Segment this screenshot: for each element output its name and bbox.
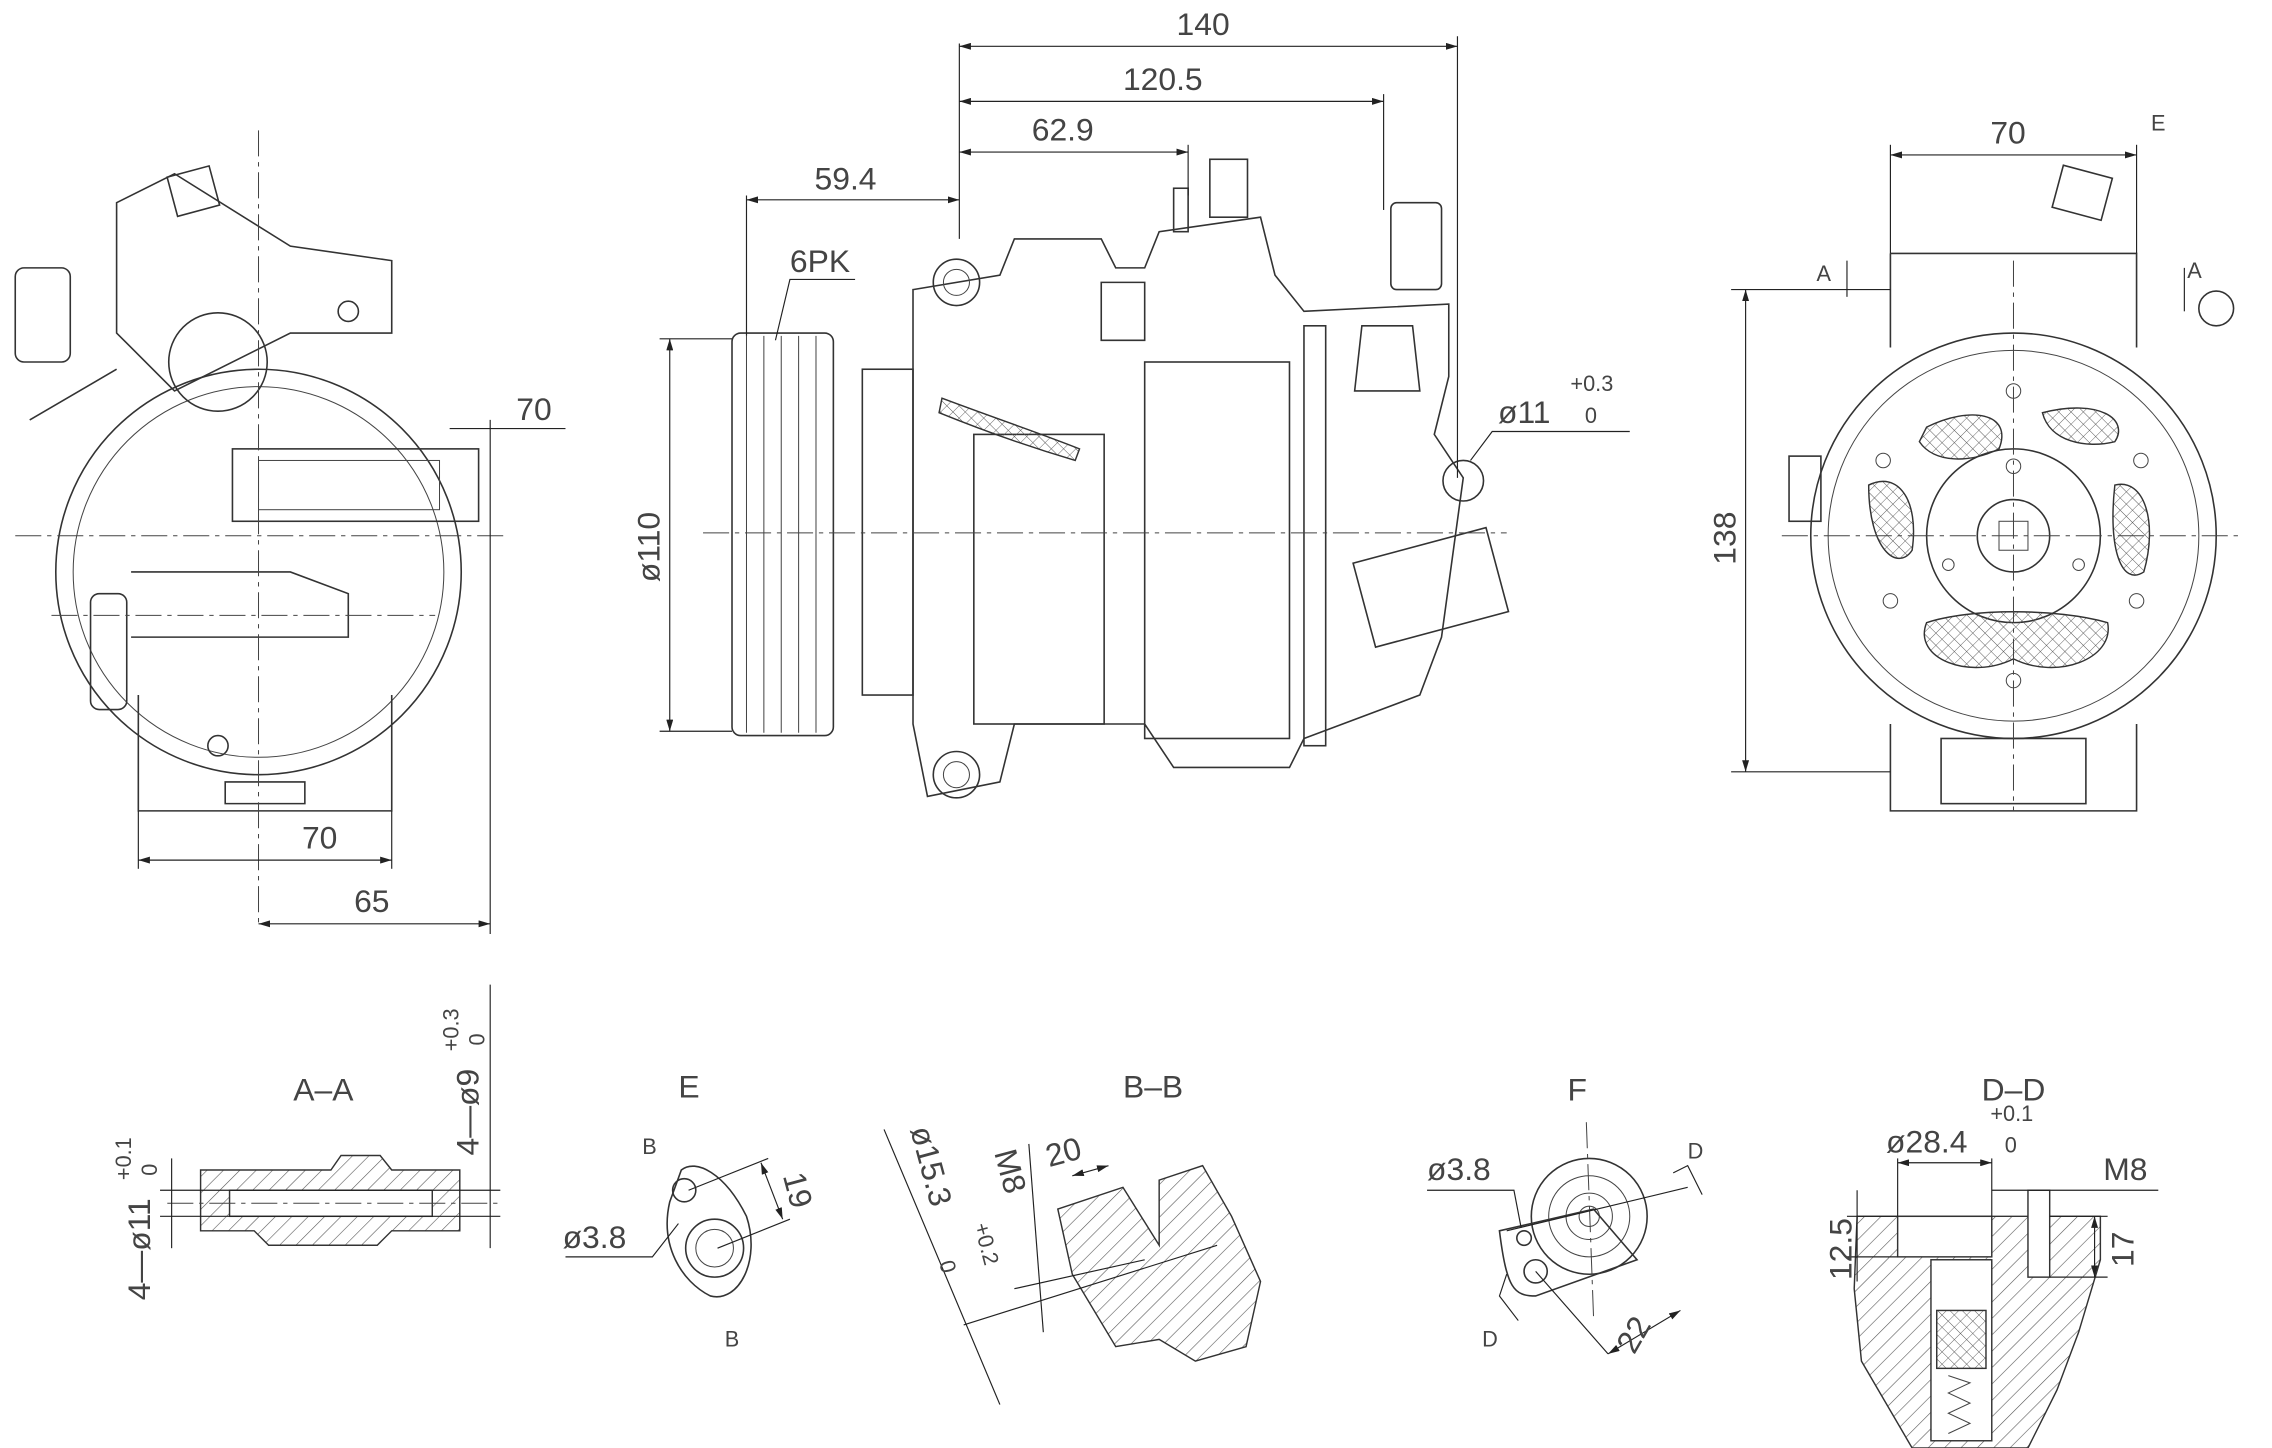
aa-bore-tol-upper: +0.3 (438, 1008, 463, 1051)
dim-bottom-65: 65 (354, 883, 389, 919)
dd-title: D–D (1982, 1071, 2046, 1107)
rear-view: 70 138 A A E (1706, 110, 2238, 812)
aa-hole-dia: 4—ø11 (121, 1198, 157, 1300)
f-title: F (1568, 1071, 1587, 1107)
section-d-d: D–D ø28.4 +0.1 0 M8 12.5 17 (1822, 1071, 2159, 1448)
left-view: 70 70 65 (14, 130, 566, 934)
dd-dim-12-5: 12.5 (1822, 1218, 1858, 1280)
section-a-left: A (1817, 261, 1832, 286)
e-title: E (678, 1069, 699, 1105)
dim-70: 70 (1990, 114, 2025, 150)
dd-dia-tol-lower: 0 (2005, 1133, 2017, 1158)
detail-e: E B B ø3.8 19 (563, 1069, 820, 1352)
e-cut-bottom: B (725, 1327, 740, 1352)
bb-title: B–B (1123, 1069, 1183, 1105)
detail-e-label: E (2151, 110, 2166, 135)
dim-59-4: 59.4 (815, 161, 877, 197)
dim-62-9: 62.9 (1032, 111, 1094, 147)
e-hole: ø3.8 (563, 1219, 627, 1255)
bb-dia: ø15.3 (903, 1122, 959, 1210)
section-b-b: B–B ø15.3 +0.2 0 M8 20 (883, 1069, 1262, 1405)
e-dim-19: 19 (776, 1168, 820, 1212)
dd-dia: ø28.4 (1886, 1124, 1967, 1160)
dim-138: 138 (1706, 512, 1742, 565)
detail-f: F ø3.8 D D 22 (1427, 1071, 1703, 1358)
dd-dia-tol-upper: +0.1 (1990, 1101, 2033, 1126)
bb-thread: M8 (987, 1145, 1033, 1197)
section-a-a: A–A 4—ø11 +0.1 0 4—ø9 +0.3 0 (111, 984, 501, 1300)
section-a-right: A (2187, 258, 2202, 283)
port-tol-lower: 0 (1585, 403, 1597, 428)
dim-bottom-70: 70 (302, 820, 337, 856)
f-cut-top: D (1688, 1138, 1704, 1163)
bb-dim-20: 20 (1042, 1130, 1086, 1174)
f-cut-bottom: D (1482, 1327, 1498, 1352)
bb-dia-tol-upper: +0.2 (969, 1220, 1004, 1268)
f-hole: ø3.8 (1427, 1151, 1491, 1187)
section-aa-title: A–A (293, 1071, 354, 1107)
aa-bore-dia: 4—ø9 (450, 1069, 486, 1156)
bb-dia-tol-lower: 0 (934, 1257, 961, 1275)
dd-thread: M8 (2103, 1151, 2147, 1187)
aa-hole-tol-lower: 0 (137, 1164, 162, 1176)
f-dim-22: 22 (1609, 1310, 1658, 1359)
port-tol-upper: +0.3 (1570, 371, 1613, 396)
aa-hole-tol-upper: +0.1 (111, 1137, 136, 1180)
side-view: 140 120.5 62.9 59.4 6PK ø110 ø11 +0.3 0 (631, 6, 1630, 799)
pulley-label: 6PK (790, 243, 850, 279)
dim-120-5: 120.5 (1123, 61, 1203, 97)
dd-dim-17: 17 (2105, 1232, 2141, 1267)
aa-bore-tol-lower: 0 (464, 1033, 489, 1045)
dim-width-70: 70 (516, 391, 551, 427)
dim-140: 140 (1177, 6, 1230, 42)
pulley-diameter: ø110 (631, 512, 667, 582)
e-cut-top: B (642, 1134, 657, 1159)
port-diameter: ø11 (1498, 394, 1551, 430)
